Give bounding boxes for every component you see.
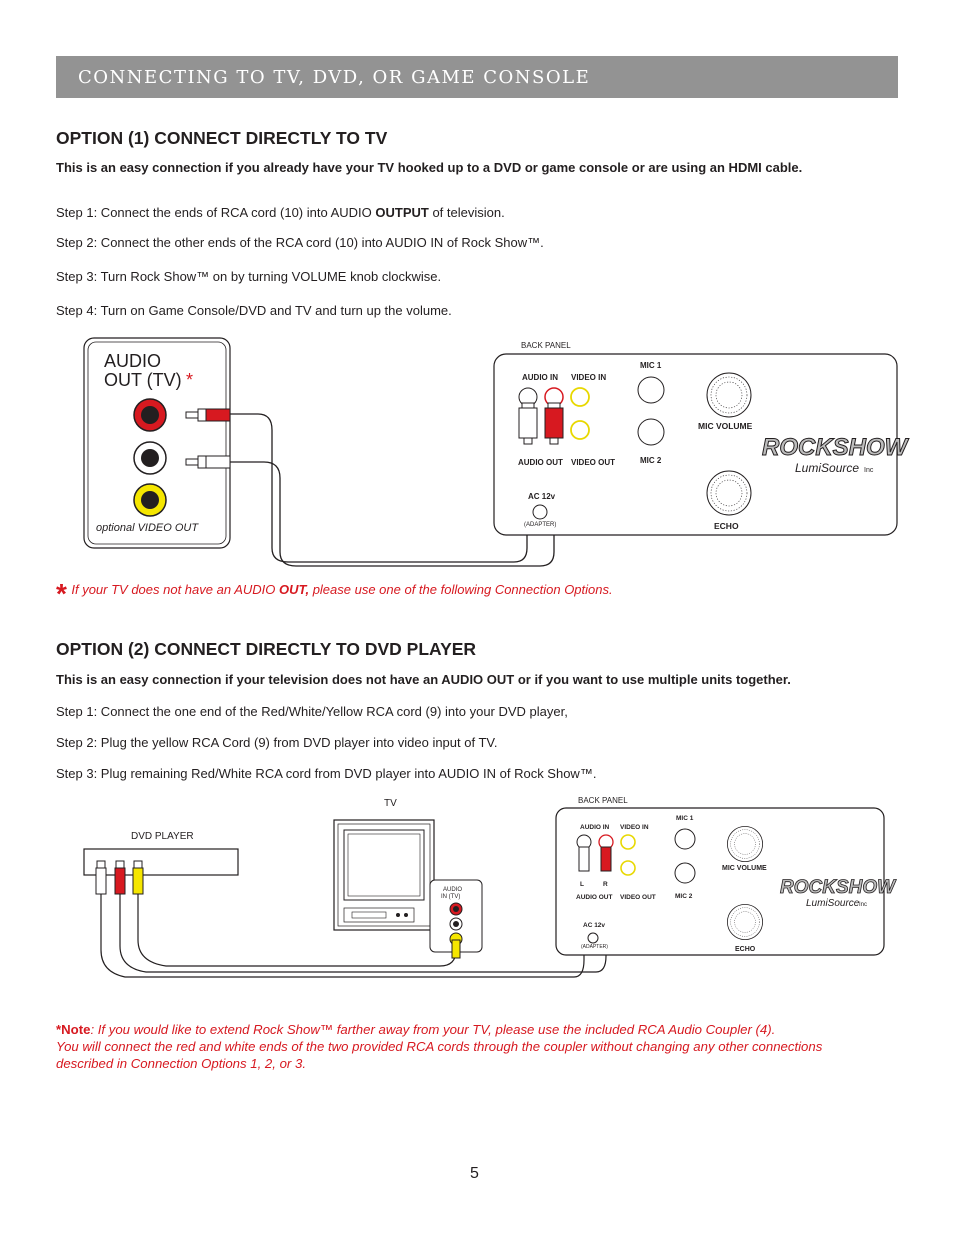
svg-text:Inc: Inc: [864, 467, 874, 474]
dvd-player-box: [83, 848, 239, 876]
mic1-label: MIC 1: [640, 361, 662, 370]
tv-set: AUDIO IN (TV): [333, 819, 483, 959]
rockshow-back-panel-1: AUDIO IN VIDEO IN AUDIO OUT VIDEO OUT AC…: [493, 353, 910, 536]
audio-out-panel-label: AUDIO OUT: [518, 458, 563, 467]
back-panel-label-2: BACK PANEL: [578, 796, 628, 805]
option2-step1: Step 1: Connect the one end of the Red/W…: [56, 704, 568, 719]
audio-out-label-1: AUDIO: [104, 351, 161, 371]
rockshow-logo: ROCKSHOW: [762, 434, 910, 461]
option2-step3: Step 3: Plug remaining Red/White RCA cor…: [56, 766, 597, 781]
audio-out-asterisk: *: [186, 370, 193, 390]
rockshow-back-panel-2: AUDIO IN VIDEO IN L R AUDIO OUT VIDEO OU…: [555, 807, 898, 956]
cable-yellow-2: [137, 894, 457, 967]
svg-text:L: L: [580, 881, 584, 888]
yellow-plug-tv-icon: [451, 939, 461, 959]
cable-red-1: [230, 444, 555, 567]
svg-text:AUDIO OUT: AUDIO OUT: [576, 894, 613, 901]
step1-bold: OUTPUT: [375, 205, 429, 220]
section-banner: CONNECTING TO TV, DVD, OR GAME CONSOLE: [56, 56, 898, 98]
svg-text:LumiSource: LumiSource: [806, 898, 860, 909]
echo-label: ECHO: [714, 521, 739, 531]
option1-footnote: * If your TV does not have an AUDIO OUT,…: [56, 578, 613, 609]
mic2-jack-icon: [637, 418, 665, 446]
lumisource-logo: LumiSource: [795, 461, 859, 475]
option1-step1: Step 1: Connect the ends of RCA cord (10…: [56, 205, 505, 220]
option2-step2: Step 2: Plug the yellow RCA Cord (9) fro…: [56, 735, 498, 750]
ac12v-label: AC 12v: [528, 492, 556, 501]
option1-step3: Step 3: Turn Rock Show™ on by turning VO…: [56, 269, 442, 284]
note-label: *Note: [56, 1022, 91, 1037]
page-number: 5: [470, 1165, 479, 1182]
video-in-label: VIDEO IN: [571, 373, 606, 382]
mic-volume-label: MIC VOLUME: [698, 421, 753, 431]
svg-text:AUDIO IN: AUDIO IN: [580, 824, 610, 831]
audio-out-label-2: OUT (TV): [104, 370, 182, 390]
footnote-asterisk: *: [56, 578, 67, 609]
video-out-panel-label: VIDEO OUT: [571, 458, 615, 467]
rockshow-logo-2: ROCKSHOW: [780, 877, 897, 898]
audio-in-label: AUDIO IN: [522, 373, 558, 382]
option2-heading: OPTION (2) CONNECT DIRECTLY TO DVD PLAYE…: [56, 639, 477, 659]
section-title: CONNECTING TO TV, DVD, OR GAME CONSOLE: [78, 67, 591, 88]
option1-heading: OPTION (1) CONNECT DIRECTLY TO TV: [56, 128, 388, 148]
svg-text:(ADAPTER): (ADAPTER): [581, 944, 608, 950]
optional-video-out-label: optional VIDEO OUT: [96, 522, 199, 534]
option1-step4: Step 4: Turn on Game Console/DVD and TV …: [56, 303, 452, 318]
svg-text:R: R: [603, 881, 608, 888]
option1-lead: This is an easy connection if you alread…: [56, 160, 803, 175]
tv-label: TV: [384, 798, 397, 809]
audio-in-tv-label-2: IN (TV): [441, 894, 460, 900]
dvd-rca-plugs: [95, 860, 144, 895]
adapter-label: (ADAPTER): [524, 522, 556, 528]
rca-plug-red-tv: [185, 408, 231, 422]
svg-text:MIC 2: MIC 2: [675, 893, 693, 900]
svg-text:VIDEO OUT: VIDEO OUT: [620, 894, 656, 901]
audio-in-tv-label-1: AUDIO: [443, 887, 462, 893]
mic2-label: MIC 2: [640, 456, 662, 465]
step1-text: Step 1: Connect the ends of RCA cord (10…: [56, 205, 376, 220]
cable-white-2: [100, 870, 585, 978]
back-panel-label-1: BACK PANEL: [521, 341, 571, 350]
dvd-player-label: DVD PLAYER: [131, 831, 194, 842]
svg-text:ECHO: ECHO: [735, 946, 756, 953]
step1-text-end: of television.: [428, 205, 505, 220]
svg-text:VIDEO IN: VIDEO IN: [620, 824, 649, 831]
echo-knob-icon: [706, 470, 752, 516]
mic1-jack-icon: [637, 376, 665, 404]
mic-volume-knob-icon: [706, 372, 752, 418]
svg-text:MIC 1: MIC 1: [676, 815, 694, 822]
cable-white-1: [230, 413, 528, 563]
cable-red-2: [119, 870, 607, 973]
svg-text:MIC VOLUME: MIC VOLUME: [722, 865, 767, 872]
rca-plug-white-tv: [185, 455, 231, 469]
option2-lead: This is an easy connection if your telev…: [56, 672, 791, 687]
svg-text:AC 12v: AC 12v: [583, 922, 605, 929]
coupler-note: *Note: If you would like to extend Rock …: [56, 1022, 823, 1071]
svg-text:Inc: Inc: [859, 902, 867, 908]
tv-audio-out-panel: AUDIO OUT (TV) * optional VIDEO OUT: [83, 337, 231, 549]
option1-step2: Step 2: Connect the other ends of the RC…: [56, 235, 544, 250]
